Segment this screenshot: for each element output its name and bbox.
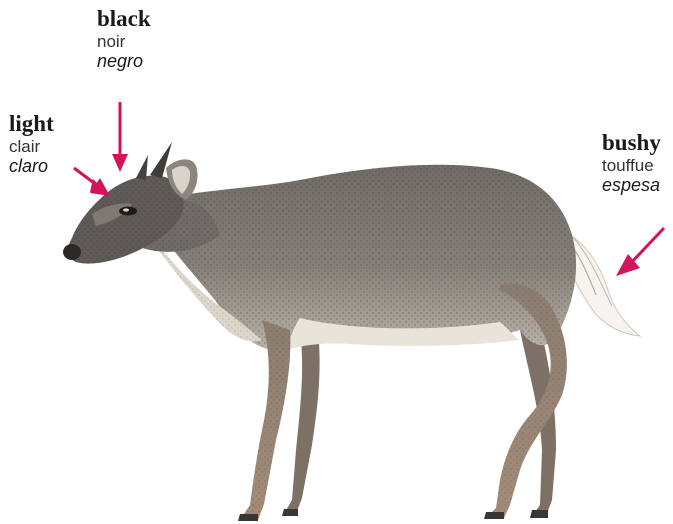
far-legs	[284, 325, 556, 516]
label-bushy-french: touffue	[602, 156, 661, 175]
arrow-black	[112, 102, 128, 172]
label-bushy-spanish: espesa	[602, 175, 661, 195]
label-light-english: light	[9, 111, 54, 137]
label-black-spanish: negro	[97, 51, 151, 71]
label-light-spanish: claro	[9, 156, 54, 176]
label-bushy-english: bushy	[602, 130, 661, 156]
label-bushy: bushy touffue espesa	[602, 130, 661, 195]
label-black-english: black	[97, 6, 151, 32]
label-black: black noir negro	[97, 6, 151, 71]
label-black-french: noir	[97, 32, 151, 51]
label-light: light clair claro	[9, 111, 54, 176]
body	[150, 165, 576, 350]
arrow-bushy	[616, 228, 664, 276]
label-light-french: clair	[9, 137, 54, 156]
arrow-light	[74, 168, 110, 196]
near-front-leg	[240, 320, 290, 520]
